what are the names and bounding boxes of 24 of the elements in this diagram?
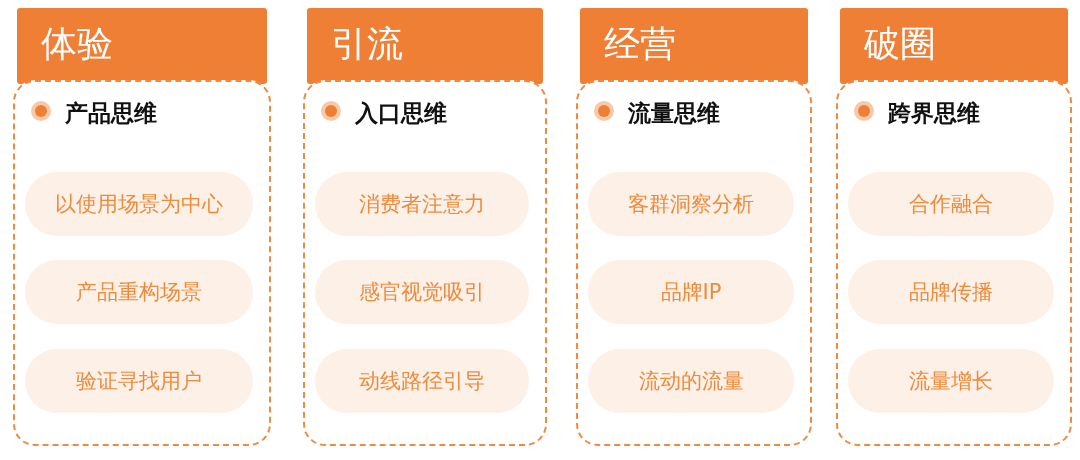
header-tab: 经营 [580, 8, 808, 84]
item-pill: 客群洞察分析 [588, 172, 794, 236]
item-pill: 以使用场景为中心 [25, 172, 253, 236]
item-pill: 流量增长 [848, 349, 1054, 413]
item-pill: 产品重构场景 [25, 260, 253, 324]
header-tab: 引流 [307, 8, 543, 84]
item-pill: 合作融合 [848, 172, 1054, 236]
dashed-card [303, 80, 547, 446]
item-pill: 动线路径引导 [315, 349, 529, 413]
dashed-card [836, 80, 1072, 446]
card-heading: 产品思维 [65, 99, 157, 128]
item-pill: 品牌传播 [848, 260, 1054, 324]
dashed-card [576, 80, 812, 446]
card-heading: 流量思维 [628, 99, 720, 128]
item-pill: 品牌IP [588, 260, 794, 324]
card-heading: 入口思维 [355, 99, 447, 128]
item-pill: 消费者注意力 [315, 172, 529, 236]
header-tab: 破圈 [840, 8, 1068, 84]
card-heading: 跨界思维 [888, 99, 980, 128]
item-pill: 验证寻找用户 [25, 349, 253, 413]
item-pill: 流动的流量 [588, 349, 794, 413]
item-pill: 感官视觉吸引 [315, 260, 529, 324]
header-tab: 体验 [17, 8, 267, 84]
dashed-card [13, 80, 271, 446]
